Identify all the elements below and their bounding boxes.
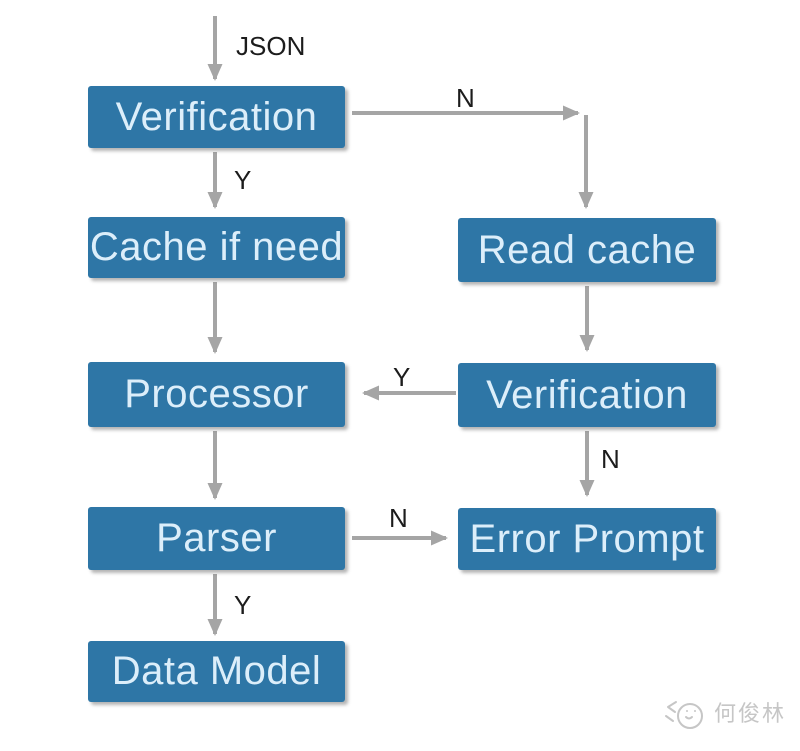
edge-label-n-bottom: N	[389, 503, 408, 533]
edge-label-json: JSON	[236, 31, 306, 61]
node-processor: Processor	[88, 362, 345, 427]
node-error-prompt: Error Prompt	[458, 508, 716, 570]
node-parser: Parser	[88, 507, 345, 570]
edge-label-y-top: Y	[234, 165, 252, 195]
edge-label-y-middle: Y	[393, 362, 411, 392]
node-verification-top: Verification	[88, 86, 345, 148]
node-cache-if-need: Cache if need	[88, 217, 345, 278]
cat-face-logo-icon	[665, 701, 703, 729]
node-read-cache: Read cache	[458, 218, 716, 282]
edge-label-n-middle: N	[601, 444, 620, 474]
edge-label-n-top: N	[456, 83, 475, 113]
edge-label-y-bottom: Y	[234, 590, 252, 620]
node-data-model: Data Model	[88, 641, 345, 702]
watermark-text: 何俊林	[714, 701, 787, 726]
watermark: 何俊林	[664, 696, 786, 732]
node-verification-right: Verification	[458, 363, 716, 427]
